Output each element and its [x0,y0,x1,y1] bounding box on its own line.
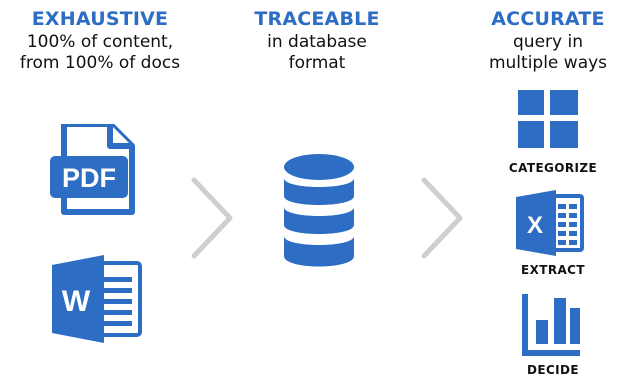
column-title: TRACEABLE [254,8,380,30]
output-label-extract: EXTRACT [521,263,585,277]
description-line: query in [513,32,583,52]
column-title: EXHAUSTIVE [31,8,169,30]
description-line: 100% of content, [26,32,174,52]
database-icon [284,154,354,267]
output-label-categorize: CATEGORIZE [508,161,598,175]
column-title: ACCURATE [491,8,605,30]
column-description: 100% of content, from 100% of docs [0,32,200,74]
description-line: from 100% of docs [19,53,181,73]
column-accurate: ACCURATE query in multiple ways [468,8,628,74]
bar-chart-icon [522,294,580,356]
word-document-icon: W [52,255,142,343]
column-exhaustive: EXHAUSTIVE 100% of content, from 100% of… [0,8,200,74]
chevron-right-icon [191,177,233,259]
pdf-file-icon: PDF [50,124,135,215]
pdf-icon-text: PDF [62,163,116,193]
output-label-decide: DECIDE [527,363,579,377]
grid-icon [518,90,578,148]
excel-icon: X [516,190,584,256]
excel-icon-text: X [527,212,543,239]
description-line: format [288,53,346,73]
word-icon-text: W [62,285,91,318]
column-traceable: TRACEABLE in database format [237,8,397,74]
description-line: multiple ways [488,53,608,73]
column-description: query in multiple ways [468,32,628,74]
description-line: in database [267,32,367,52]
column-description: in database format [237,32,397,74]
chevron-right-icon [421,177,463,259]
